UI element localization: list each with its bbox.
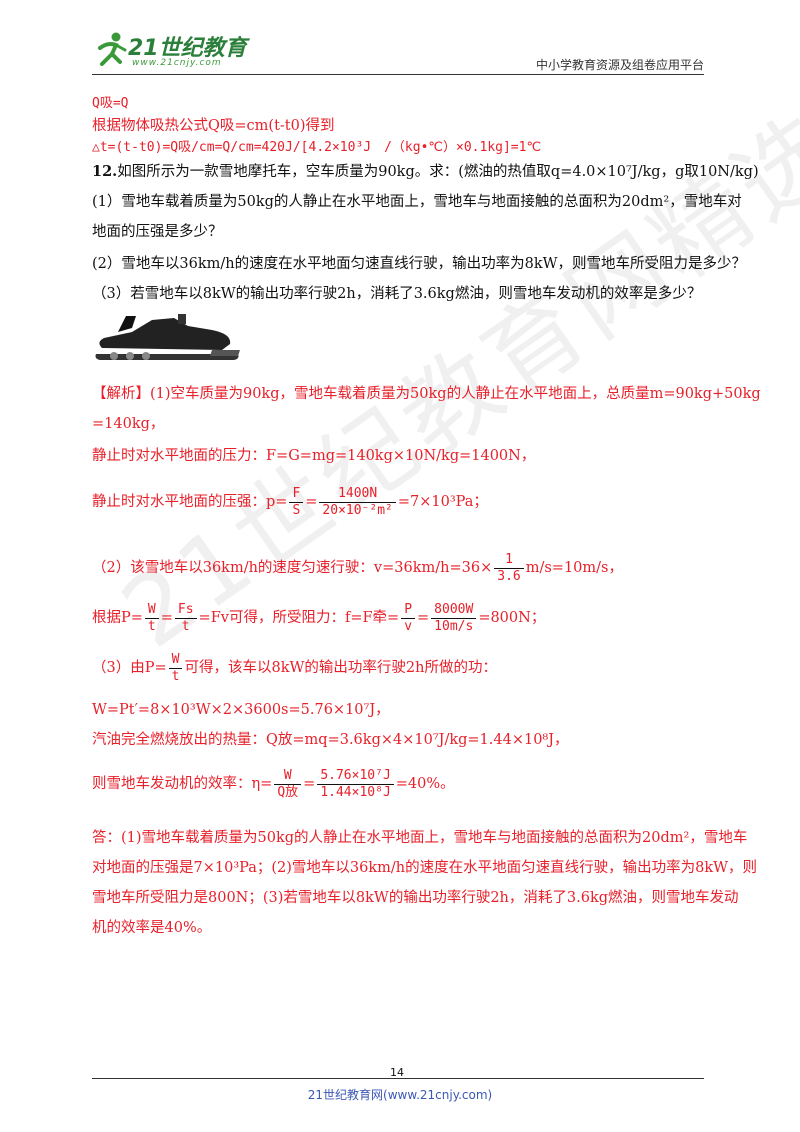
frac-den: t — [171, 668, 180, 684]
frac-den: 1.44×10⁸J — [320, 784, 391, 800]
platform-label: 中小学教育资源及组卷应用平台 — [535, 58, 704, 72]
frac-num: Fs — [174, 602, 197, 619]
frac-den: t — [181, 618, 190, 634]
frac-den: t — [147, 618, 156, 634]
question-stem-text: 如图所示为一款雪地摩托车，空车质量为90kg。求：(燃油的热值取q=4.0×10… — [117, 164, 759, 180]
prev-line-2: 根据物体吸热公式Q吸=cm(t-t0)得到 — [92, 118, 335, 134]
frac-den: Q放 — [277, 784, 299, 800]
frac-num: 8000W — [431, 602, 477, 619]
s3-post: =800N； — [478, 610, 546, 626]
snowmobile-figure — [95, 314, 240, 360]
frac-den: 10m/s — [434, 618, 474, 634]
frac-num: W — [144, 602, 159, 619]
answer-line-1: 答：(1)雪地车载着质量为50kg的人静止在水平地面上，雪地车与地面接触的总面积… — [92, 830, 748, 846]
question-stem: 12.如图所示为一款雪地摩托车，空车质量为90kg。求：(燃油的热值取q=4.0… — [92, 162, 759, 182]
header-divider — [92, 74, 704, 75]
solution-line-1b: =140kg， — [92, 416, 165, 432]
prev-line-3: △t=(t-t0)=Q吸/cm=Q/cm=420J/[4.2×10³J /（kg… — [92, 140, 542, 155]
question-part1-a: (1）雪地车载着质量为50kg的人静止在水平地面上，雪地车与地面接触的总面积为2… — [92, 194, 742, 210]
site-logo[interactable]: 21世纪教育 www.21cnjy.com — [92, 28, 252, 74]
footer-site-link[interactable]: 21世纪教育网(www.21cnjy.com) — [307, 1088, 493, 1102]
frac-den: 20×10⁻²m² — [322, 502, 393, 518]
frac-num: F — [289, 486, 304, 503]
solution-line-1a: 【解析】(1)空车质量为90kg，雪地车载着质量为50kg的人静止在水平地面上，… — [92, 384, 761, 404]
s4-post: 可得，该车以8kW的输出功率行驶2h所做的功： — [184, 660, 497, 676]
frac-num: P — [401, 602, 416, 619]
question-number: 12. — [92, 163, 118, 180]
frac-den: 3.6 — [497, 568, 521, 584]
s2-pre: （2）该雪地车以36km/h的速度匀速行驶：v=36km/h=36× — [92, 560, 493, 576]
question-part1-b: 地面的压强是多少？ — [92, 224, 223, 240]
solution-s1a: (1)空车质量为90kg，雪地车载着质量为50kg的人静止在水平地面上，总质量m… — [150, 386, 761, 402]
prev-line-1: Q吸=Q — [92, 96, 129, 111]
frac-num: 1 — [494, 552, 524, 569]
frac-den: v — [404, 618, 413, 634]
question-part3: （3）若雪地车以8kW的输出功率行驶2h，消耗了3.6kg燃油，则雪地车发动机的… — [92, 286, 702, 302]
runner-logo-icon — [98, 32, 127, 66]
logo-text: 21世纪教育 — [128, 36, 247, 61]
s4-pre: （3）由P= — [92, 660, 167, 676]
footer-divider — [92, 1078, 704, 1079]
s7-post: =40%。 — [395, 776, 455, 792]
s1d-pre: 静止时对水平地面的压强：p= — [92, 494, 288, 510]
question-part2: (2）雪地车以36km/h的速度在水平地面匀速直线行驶，输出功率为8kW，则雪地… — [92, 256, 747, 272]
answer-line-2: 对地面的压强是7×10³Pa；(2)雪地车以36km/h的速度在水平地面匀速直线… — [92, 860, 758, 876]
answer-line-4: 机的效率是40%。 — [92, 920, 212, 936]
page-number: 14 — [390, 1066, 404, 1079]
s2-post: m/s=10m/s， — [525, 560, 623, 576]
frac-den: S — [292, 502, 301, 518]
frac-num: 1400N — [319, 486, 396, 503]
s7-pre: 则雪地车发动机的效率：η= — [92, 776, 273, 792]
solution-line-6: 汽油完全燃烧放出的热量：Q放=mq=3.6kg×4×10⁷J/kg=1.44×1… — [92, 732, 569, 748]
frac-num: 5.76×10⁷J — [317, 768, 394, 785]
solution-tag: 【解析】 — [92, 386, 150, 402]
s1d-post: =7×10³Pa； — [397, 494, 488, 510]
solution-line-5: W=Pt′=8×10³W×2×3600s=5.76×10⁷J， — [92, 702, 390, 718]
s3-pre: 根据P= — [92, 610, 143, 626]
s3-mid: =Fv可得，所受阻力：f=F牵= — [198, 610, 400, 626]
answer-line-3: 雪地车所受阻力是800N；(3)若雪地车以8kW的输出功率行驶2h，消耗了3.6… — [92, 890, 739, 906]
frac-num: W — [274, 768, 302, 785]
logo-url: www.21cnjy.com — [132, 58, 222, 68]
frac-num: W — [168, 652, 183, 669]
solution-line-1c: 静止时对水平地面的压力：F=G=mg=140kg×10N/kg=1400N， — [92, 448, 536, 464]
